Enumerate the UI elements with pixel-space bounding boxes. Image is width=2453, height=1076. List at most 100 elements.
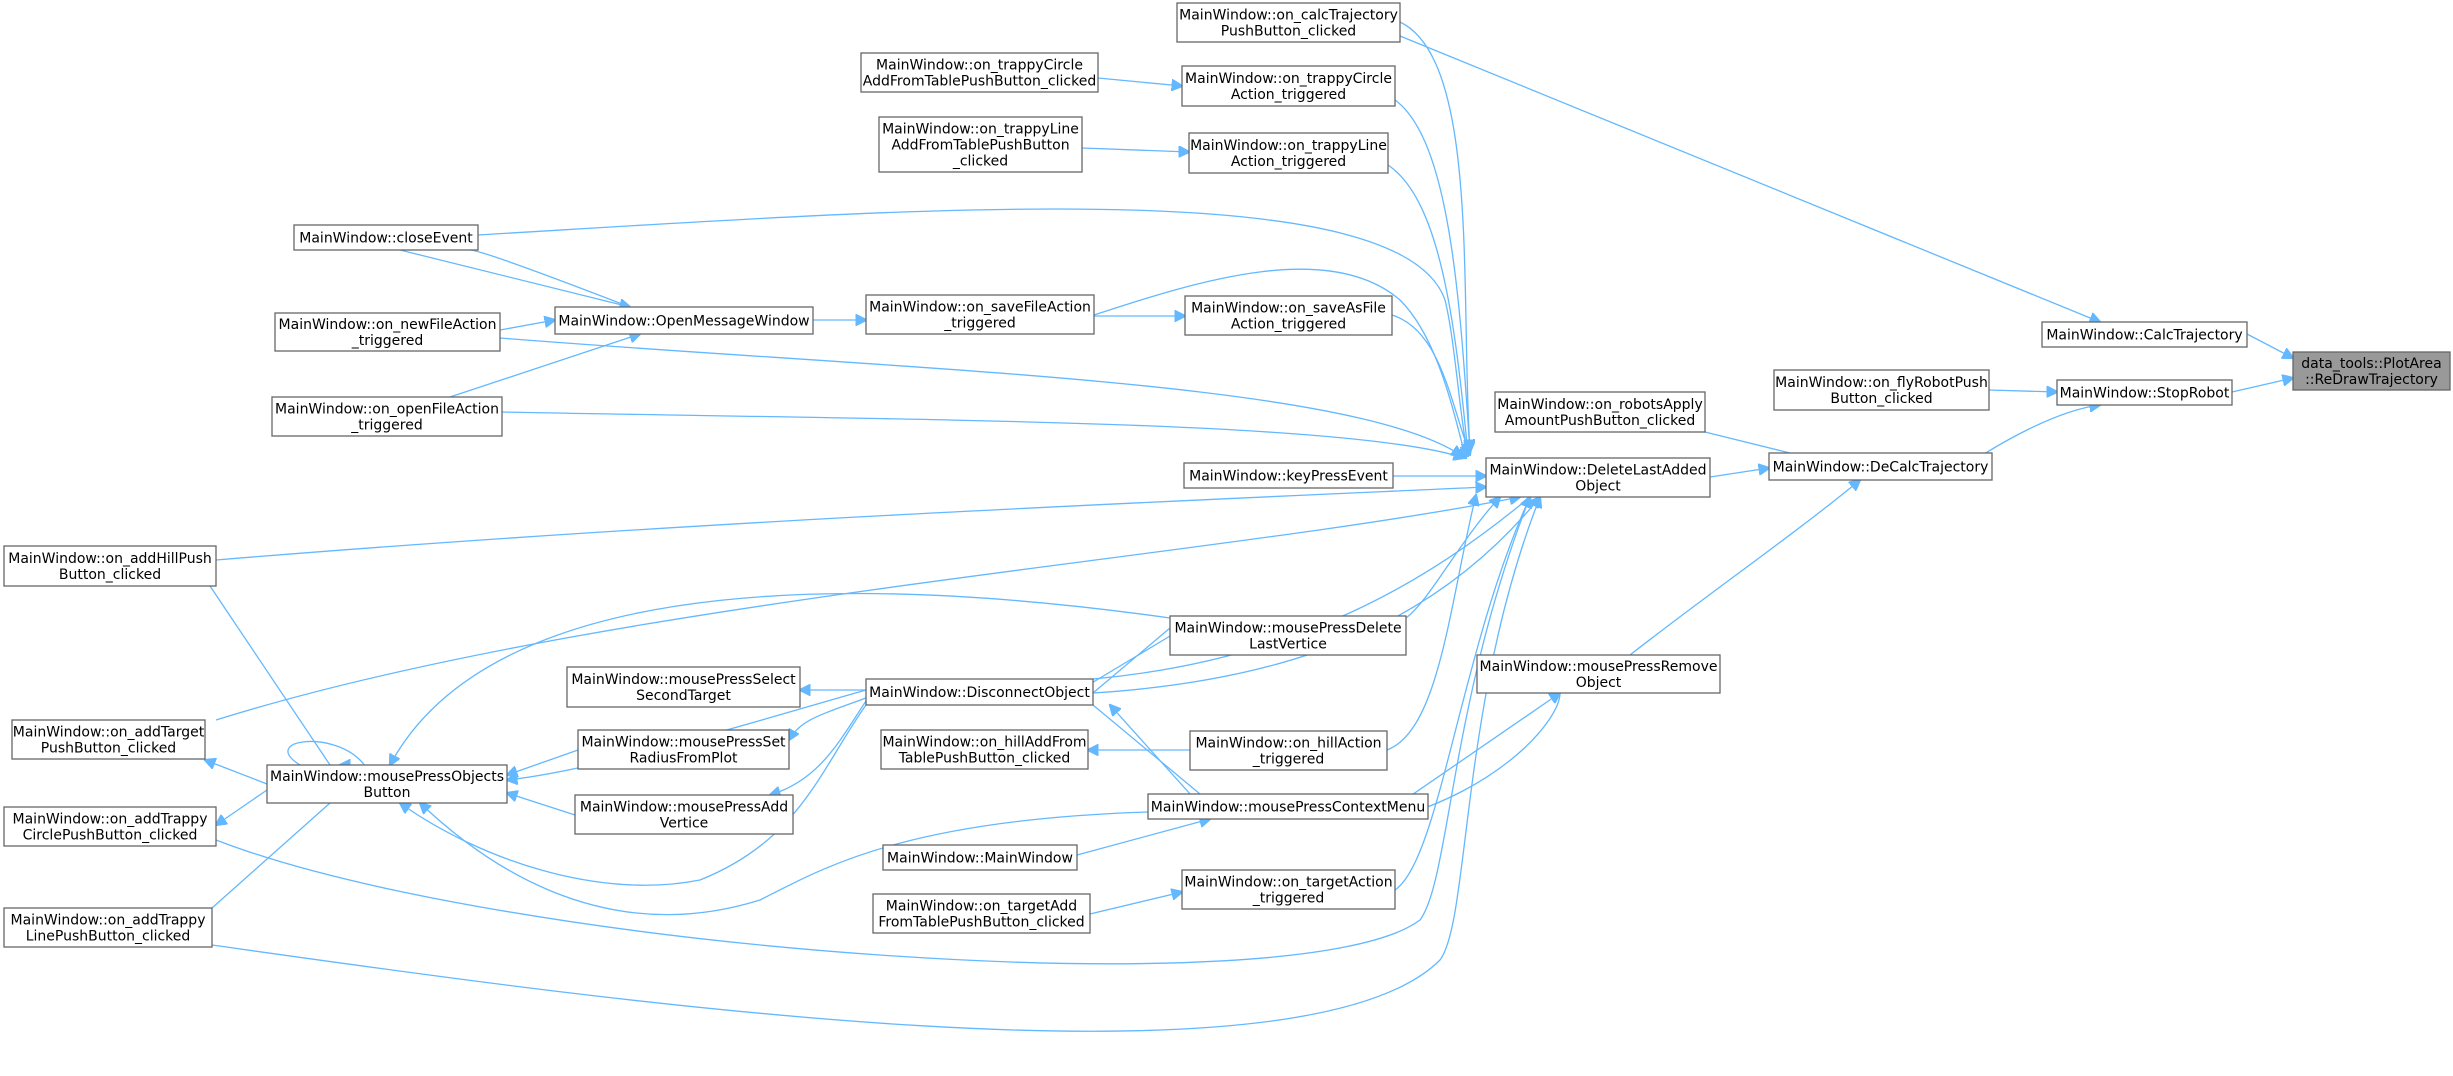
node-box (1188, 132, 1389, 174)
edge-arrow (2246, 333, 2293, 358)
node-targetAdd[interactable]: MainWindow::on_targetAddFromTablePushBut… (872, 893, 1091, 934)
node-box (554, 306, 814, 335)
node-label: MainWindow::DeleteLastAdded (1489, 463, 1706, 479)
node-box (865, 294, 1095, 335)
edge-arrow (1081, 148, 1189, 152)
node-box (878, 116, 1083, 173)
node-label: data_tools::PlotArea (2301, 356, 2441, 372)
node-label: MainWindow::on_saveFileAction (869, 300, 1091, 316)
node-label: AddFromTablePushButton (891, 138, 1069, 154)
node-box (882, 844, 1078, 871)
node-label: MainWindow::DisconnectObject (869, 685, 1090, 701)
node-saveFile[interactable]: MainWindow::on_saveFileAction_triggered (865, 294, 1095, 335)
node-disconnect[interactable]: MainWindow::DisconnectObject (865, 678, 1094, 706)
node-keyPress[interactable]: MainWindow::keyPressEvent (1183, 462, 1394, 489)
node-tlAct[interactable]: MainWindow::on_trappyLineAction_triggere… (1188, 132, 1389, 174)
node-tlAdd[interactable]: MainWindow::on_trappyLineAddFromTablePus… (878, 116, 1083, 173)
node-label: MainWindow::OpenMessageWindow (558, 314, 809, 330)
node-hillAddTbl[interactable]: MainWindow::on_hillAddFromTablePushButto… (880, 729, 1089, 770)
node-robApply[interactable]: MainWindow::on_robotsApplyAmountPushButt… (1494, 391, 1706, 433)
edge-arrow (209, 585, 331, 766)
edge-arrow (215, 497, 1520, 721)
node-calcBtn[interactable]: MainWindow::on_calcTrajectoryPushButton_… (1176, 2, 1401, 43)
node-mainWin[interactable]: MainWindow::MainWindow (882, 844, 1078, 871)
edge-arrow (390, 592, 1171, 765)
node-hillAct[interactable]: MainWindow::on_hillAction_triggered (1189, 730, 1388, 771)
node-label: AddFromTablePushButton_clicked (863, 74, 1096, 90)
node-saveAs[interactable]: MainWindow::on_saveAsFileAction_triggere… (1184, 295, 1393, 336)
node-label: _triggered (350, 418, 422, 434)
node-label: MainWindow::on_targetAdd (886, 899, 1077, 915)
node-label: _triggered (943, 316, 1015, 332)
node-label: MainWindow::mousePressContextMenu (1151, 800, 1425, 816)
node-box (1183, 462, 1394, 489)
node-label: MainWindow::on_openFileAction (275, 402, 499, 418)
node-mpCtx[interactable]: MainWindow::mousePressContextMenu (1147, 793, 1429, 820)
edge-arrow (1080, 635, 1171, 690)
node-label: MainWindow::on_addTrappy (13, 812, 208, 828)
edge-arrow (1389, 692, 1561, 820)
node-calc[interactable]: MainWindow::CalcTrajectory (2041, 321, 2248, 348)
node-label: MainWindow::on_newFileAction (279, 317, 497, 333)
node-addTarget[interactable]: MainWindow::on_addTargetPushButton_click… (11, 719, 206, 760)
node-label: MainWindow::DeCalcTrajectory (1773, 460, 1989, 476)
node-label: MainWindow::mousePressRemove (1480, 659, 1718, 675)
edge-arrow (215, 487, 1486, 561)
node-label: MainWindow::mousePressObjects (270, 769, 504, 785)
edge-arrow (449, 334, 640, 398)
node-box (3, 806, 217, 847)
node-openMsg[interactable]: MainWindow::OpenMessageWindow (554, 306, 814, 335)
node-box (1773, 369, 1990, 411)
node-redraw[interactable]: data_tools::PlotArea::ReDrawTrajectory (2292, 351, 2451, 391)
node-label: MainWindow::on_trappyCircle (876, 58, 1083, 74)
node-label: FromTablePushButton_clicked (878, 915, 1084, 931)
node-label: MainWindow::on_targetAction (1184, 875, 1392, 891)
edge-arrow (216, 789, 268, 825)
node-box (1184, 295, 1393, 336)
edge-arrow (1386, 495, 1476, 751)
node-box (1181, 65, 1396, 107)
node-box (1494, 391, 1706, 433)
edge-arrow (205, 760, 268, 785)
node-addTrapLine[interactable]: MainWindow::on_addTrappyLinePushButton_c… (3, 907, 213, 948)
node-box (274, 312, 501, 352)
edge-arrow (789, 697, 867, 740)
node-closeEv[interactable]: MainWindow::closeEvent (293, 224, 479, 251)
node-box (1485, 457, 1711, 498)
node-newFile[interactable]: MainWindow::on_newFileAction_triggered (274, 312, 501, 352)
node-label: MainWindow::keyPressEvent (1189, 469, 1388, 485)
node-box (1147, 793, 1429, 820)
node-label: Button (364, 785, 411, 801)
edge-arrow (1394, 99, 1470, 452)
node-fly[interactable]: MainWindow::on_flyRobotPushButton_clicke… (1773, 369, 1990, 411)
node-decalc[interactable]: MainWindow::DeCalcTrajectory (1768, 452, 1993, 481)
node-label: MainWindow::on_trappyLine (882, 122, 1079, 138)
node-label: MainWindow::mousePressDelete (1174, 621, 1401, 637)
node-addTrapCirc[interactable]: MainWindow::on_addTrappyCirclePushButton… (3, 806, 217, 847)
node-box (266, 764, 508, 804)
node-box (1768, 452, 1993, 481)
node-stop[interactable]: MainWindow::StopRobot (2056, 379, 2233, 406)
node-tcAdd[interactable]: MainWindow::on_trappyCircleAddFromTableP… (860, 52, 1099, 93)
node-box (3, 907, 213, 948)
node-label: Button_clicked (59, 567, 161, 583)
node-tcAct[interactable]: MainWindow::on_trappyCircleAction_trigge… (1181, 65, 1396, 107)
edge-arrow (1092, 496, 1531, 680)
node-openFile[interactable]: MainWindow::on_openFileAction_triggered (271, 396, 503, 437)
node-label: MainWindow::on_calcTrajectory (1179, 8, 1398, 24)
edge-arrow (770, 700, 867, 795)
node-targetAct[interactable]: MainWindow::on_targetAction_triggered (1181, 869, 1396, 910)
node-box (865, 678, 1094, 706)
node-box (574, 794, 794, 835)
node-box (566, 666, 801, 708)
node-box (3, 545, 217, 587)
edge-arrow (1629, 480, 1860, 656)
